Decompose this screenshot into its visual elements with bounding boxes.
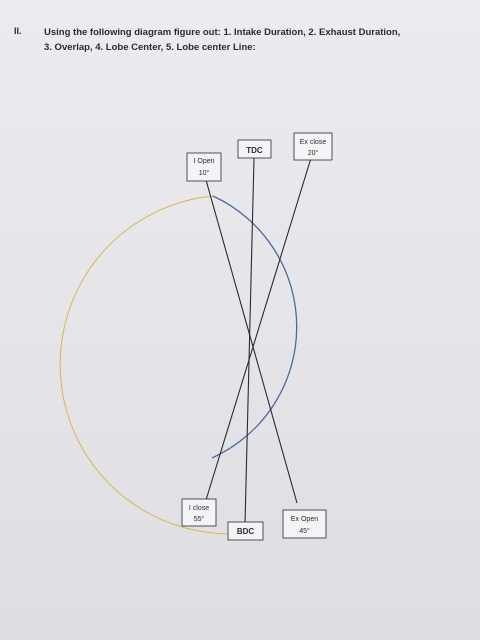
bdc-label: BDC (237, 527, 255, 536)
tdc-bdc-line (244, 157, 255, 525)
bdc-label-box: BDC (227, 521, 264, 541)
exhaust-close-open-line (205, 157, 312, 501)
tdc-label-box: TDC (237, 139, 272, 159)
question-number: II. (14, 26, 22, 36)
intake-close-label: I close (189, 505, 209, 512)
intake-open-label: I Open (193, 158, 214, 165)
question-line-1: Using the following diagram figure out: … (44, 27, 401, 38)
exhaust-close-label: Ex close (300, 139, 327, 146)
exhaust-duration-arc (211, 195, 298, 459)
intake-duration-arc (59, 195, 247, 535)
exhaust-close-degrees: 20° (308, 149, 319, 157)
exhaust-open-label: Ex Open (291, 516, 318, 523)
intake-open-degrees: 10° (199, 169, 210, 177)
exhaust-close-label-box: Ex close 20° (293, 132, 333, 161)
question-line-2: 3. Overlap, 4. Lobe Center, 5. Lobe cent… (44, 42, 256, 53)
intake-open-close-line (205, 179, 298, 504)
question-text: Using the following diagram figure out: … (44, 25, 454, 55)
intake-close-degrees: 55° (194, 515, 205, 523)
tdc-label: TDC (246, 146, 263, 155)
exhaust-open-label-box: Ex Open 45° (282, 509, 327, 539)
intake-close-label-box: I close 55° (181, 498, 217, 527)
exhaust-open-degrees: 45° (299, 527, 310, 535)
intake-open-label-box: I Open 10° (186, 152, 222, 182)
